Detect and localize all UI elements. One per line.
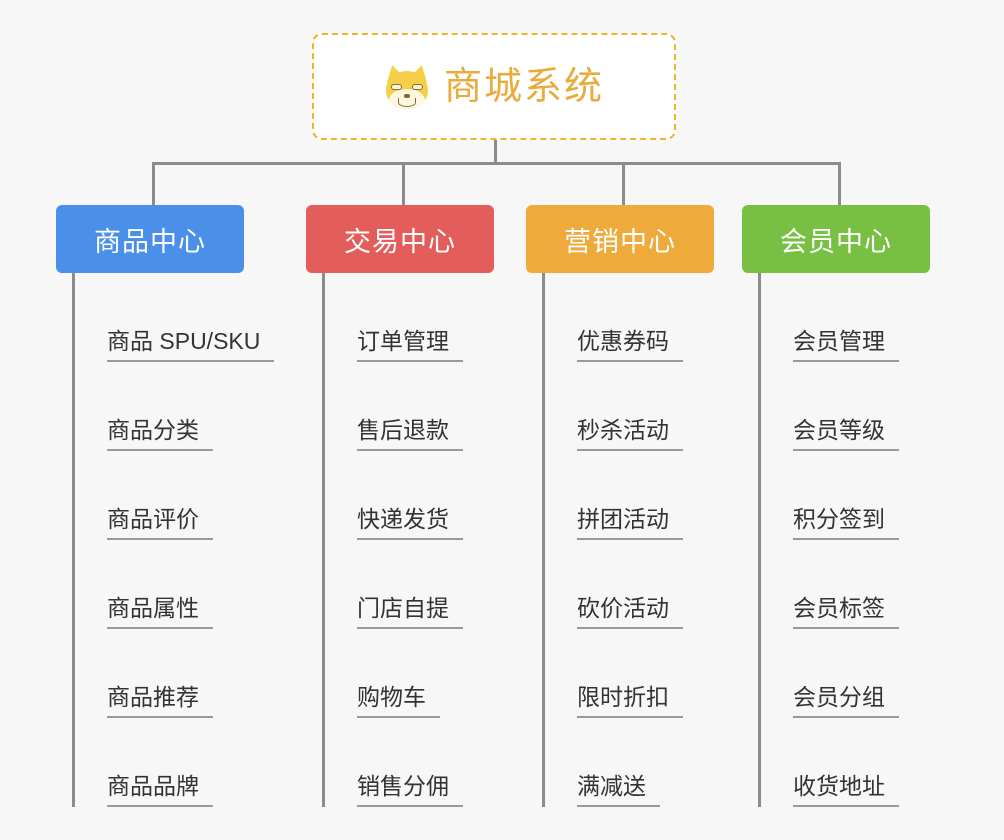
leaf-node-label: 门店自提 <box>357 596 463 629</box>
shiba-inu-dog-face-icon <box>383 62 431 109</box>
leaf-node-label: 收货地址 <box>793 774 899 807</box>
leaf-node-label: 拼团活动 <box>577 507 683 540</box>
leaf-node-label: 销售分佣 <box>357 774 463 807</box>
root-node-title: 商城系统 <box>443 65 604 108</box>
root-node-card[interactable]: 商城系统 <box>312 33 676 140</box>
shiba-eye-left-icon <box>390 83 402 90</box>
leaf-node[interactable]: 优惠券码 <box>548 273 714 362</box>
leaf-node-label: 商品分类 <box>107 418 213 451</box>
leaf-node[interactable]: 商品评价 <box>78 451 244 540</box>
branch-column-3: 营销中心优惠券码秒杀活动拼团活动砍价活动限时折扣满减送 <box>526 205 714 807</box>
leaf-node-label: 砍价活动 <box>577 596 683 629</box>
leaf-node[interactable]: 门店自提 <box>328 540 494 629</box>
branch-head-label: 商品中心 <box>94 226 206 257</box>
leaf-node[interactable]: 砍价活动 <box>548 540 714 629</box>
connector-drop-2 <box>402 162 405 205</box>
leaf-node[interactable]: 销售分佣 <box>328 718 494 807</box>
leaf-node[interactable]: 售后退款 <box>328 362 494 451</box>
leaf-node-label: 商品评价 <box>107 507 213 540</box>
leaf-node[interactable]: 会员分组 <box>764 629 930 718</box>
leaf-node[interactable]: 商品分类 <box>78 362 244 451</box>
branch-head-label: 营销中心 <box>564 226 676 257</box>
connector-horizontal-bus <box>152 162 839 165</box>
branch-column-4: 会员中心会员管理会员等级积分签到会员标签会员分组收货地址 <box>742 205 930 807</box>
leaf-node[interactable]: 会员等级 <box>764 362 930 451</box>
leaf-node-label: 优惠券码 <box>577 329 683 362</box>
leaf-node-label: 购物车 <box>357 685 440 718</box>
leaf-node-label: 会员标签 <box>793 596 899 629</box>
leaf-node[interactable]: 收货地址 <box>764 718 930 807</box>
branch-column-1: 商品中心商品 SPU/SKU 商品分类商品评价商品属性商品推荐商品品牌 <box>56 205 275 807</box>
leaf-node[interactable]: 商品 SPU/SKU <box>78 273 275 362</box>
branch-items-1: 商品 SPU/SKU 商品分类商品评价商品属性商品推荐商品品牌 <box>72 273 275 807</box>
leaf-node-label: 商品推荐 <box>107 685 213 718</box>
leaf-node-label: 会员分组 <box>793 685 899 718</box>
leaf-node[interactable]: 积分签到 <box>764 451 930 540</box>
leaf-node-label: 售后退款 <box>357 418 463 451</box>
branch-head-4[interactable]: 会员中心 <box>742 205 930 273</box>
connector-root-stem <box>494 140 497 164</box>
branch-items-2: 订单管理售后退款快递发货门店自提购物车销售分佣 <box>322 273 494 807</box>
leaf-node[interactable]: 商品属性 <box>78 540 244 629</box>
leaf-node[interactable]: 满减送 <box>548 718 714 807</box>
leaf-node-label: 满减送 <box>577 774 660 807</box>
connector-drop-1 <box>152 162 155 205</box>
leaf-node-label: 商品 SPU/SKU <box>107 329 275 362</box>
leaf-node-label: 订单管理 <box>357 329 463 362</box>
connector-drop-3 <box>622 162 625 205</box>
shiba-eye-right-icon <box>411 83 423 90</box>
shiba-head-icon <box>385 70 428 109</box>
leaf-node[interactable]: 限时折扣 <box>548 629 714 718</box>
leaf-node-label: 限时折扣 <box>577 685 683 718</box>
branch-items-4: 会员管理会员等级积分签到会员标签会员分组收货地址 <box>758 273 930 807</box>
branch-items-3: 优惠券码秒杀活动拼团活动砍价活动限时折扣满减送 <box>542 273 714 807</box>
leaf-node-label: 秒杀活动 <box>577 418 683 451</box>
leaf-node[interactable]: 商品推荐 <box>78 629 244 718</box>
leaf-node[interactable]: 会员标签 <box>764 540 930 629</box>
shiba-mouth-icon <box>397 97 416 107</box>
branch-head-label: 交易中心 <box>344 226 456 257</box>
leaf-node[interactable]: 商品品牌 <box>78 718 244 807</box>
branch-head-label: 会员中心 <box>780 226 892 257</box>
leaf-node[interactable]: 会员管理 <box>764 273 930 362</box>
leaf-node[interactable]: 订单管理 <box>328 273 494 362</box>
shiba-nose-icon <box>403 93 410 98</box>
branch-head-1[interactable]: 商品中心 <box>56 205 244 273</box>
leaf-node-label: 会员管理 <box>793 329 899 362</box>
branch-head-3[interactable]: 营销中心 <box>526 205 714 273</box>
connector-drop-4 <box>838 162 841 205</box>
leaf-node-label: 商品属性 <box>107 596 213 629</box>
leaf-node[interactable]: 拼团活动 <box>548 451 714 540</box>
leaf-node[interactable]: 购物车 <box>328 629 494 718</box>
leaf-node-label: 会员等级 <box>793 418 899 451</box>
leaf-node-label: 商品品牌 <box>107 774 213 807</box>
branch-head-2[interactable]: 交易中心 <box>306 205 494 273</box>
leaf-node[interactable]: 快递发货 <box>328 451 494 540</box>
leaf-node-label: 快递发货 <box>357 507 463 540</box>
leaf-node-label: 积分签到 <box>793 507 899 540</box>
leaf-node[interactable]: 秒杀活动 <box>548 362 714 451</box>
branch-column-2: 交易中心订单管理售后退款快递发货门店自提购物车销售分佣 <box>306 205 494 807</box>
